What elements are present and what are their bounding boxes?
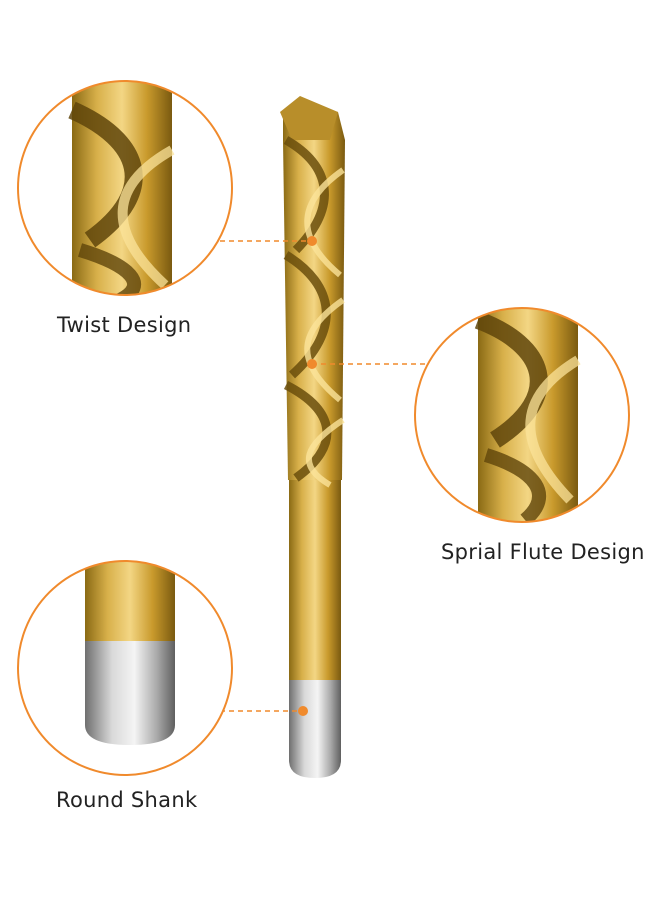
twist-design-label: Twist Design [57,313,192,337]
spiral-flute-design-label: Sprial Flute Design [441,540,645,564]
flute-marker-dot [307,359,317,369]
flute-detail-image [414,307,630,523]
shank-detail-image [17,560,233,776]
twist-detail-image [17,80,233,296]
callout-connectors [220,236,430,716]
shank-marker-dot [298,706,308,716]
twist-marker-dot [307,236,317,246]
drill-bit-image [280,96,345,778]
round-shank-label: Round Shank [56,788,198,812]
